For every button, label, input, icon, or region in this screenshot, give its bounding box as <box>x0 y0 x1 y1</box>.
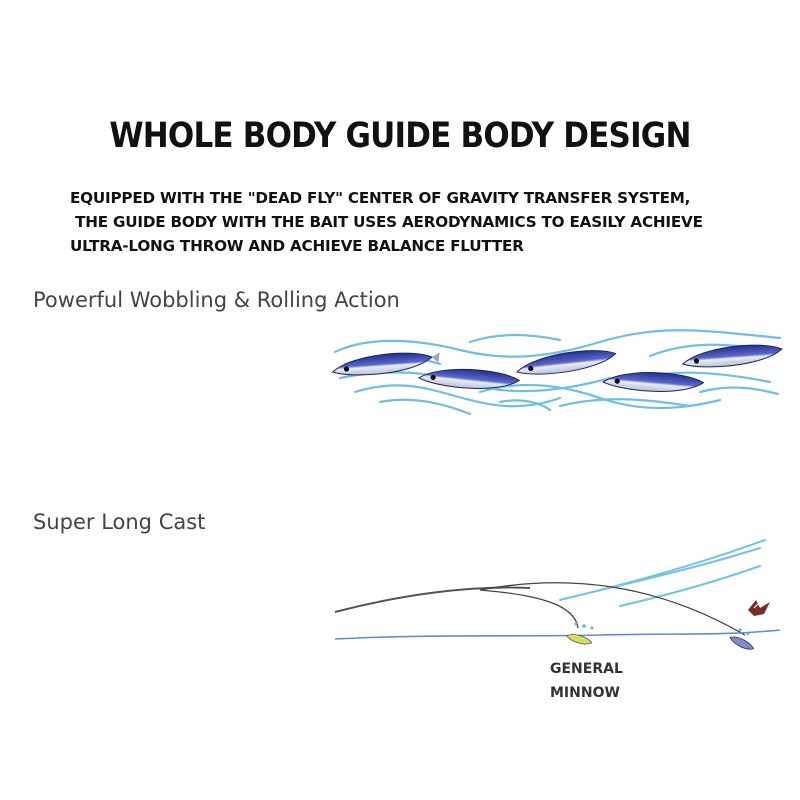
splash-near <box>574 622 594 630</box>
page-title: WHOLE BODY GUIDE BODY DESIGN <box>109 115 691 157</box>
general-minnow-line-2: MINNOW <box>550 685 620 701</box>
long-cast-label: Super Long Cast <box>33 510 206 534</box>
description-line-2: THE GUIDE BODY WITH THE BAIT USES AERODY… <box>70 213 703 231</box>
fishing-rod <box>334 586 531 613</box>
wind-lines <box>559 539 766 607</box>
wobbling-action-label: Powerful Wobbling & Rolling Action <box>33 288 400 312</box>
bird-icon <box>748 600 770 616</box>
description: EQUIPPED WITH THE "DEAD FLY" CENTER OF G… <box>70 186 770 258</box>
lure-4 <box>602 372 705 392</box>
lure-2 <box>417 368 521 389</box>
splash-far <box>738 628 750 636</box>
water-surface <box>334 629 781 640</box>
lure-5 <box>681 344 783 368</box>
fishing-line-long <box>479 582 746 636</box>
general-minnow-label: GENERAL MINNOW <box>550 657 623 705</box>
general-minnow-line-1: GENERAL <box>550 661 623 677</box>
description-line-3: ULTRA-LONG THROW AND ACHIEVE BALANCE FLU… <box>70 237 524 255</box>
lure-1 <box>331 352 440 376</box>
dead-fly-lure <box>729 636 755 650</box>
description-line-1: EQUIPPED WITH THE "DEAD FLY" CENTER OF G… <box>70 189 691 207</box>
general-minnow-lure <box>566 634 593 645</box>
lure-3 <box>516 350 617 375</box>
fishing-line-short <box>479 589 579 629</box>
